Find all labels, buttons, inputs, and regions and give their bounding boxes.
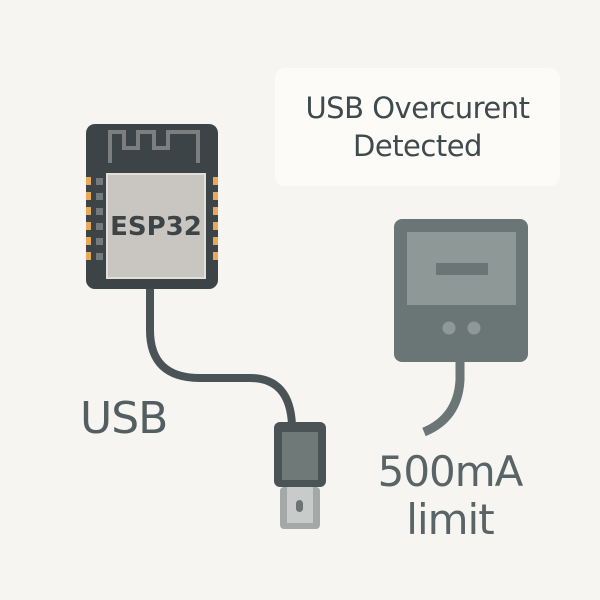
overcurrent-alert-box: USB Overcurent Detected xyxy=(275,68,560,186)
pcb-antenna-icon xyxy=(108,130,200,163)
usb-cable xyxy=(146,284,296,429)
usb-label: USB xyxy=(80,393,168,444)
esp32-module-icon: ESP32 xyxy=(86,124,218,289)
usb-a-connector-icon xyxy=(274,422,326,529)
limit-word: limit xyxy=(406,495,494,544)
power-meter-icon xyxy=(394,219,528,437)
limit-value: 500mA xyxy=(377,447,524,496)
esp32-label: ESP32 xyxy=(110,212,202,242)
power-cord xyxy=(422,355,465,437)
current-limit-label: 500mA limit xyxy=(360,448,540,544)
alert-title-line2: Detected xyxy=(353,129,482,163)
alert-title-line1: USB Overcurent xyxy=(305,91,530,125)
